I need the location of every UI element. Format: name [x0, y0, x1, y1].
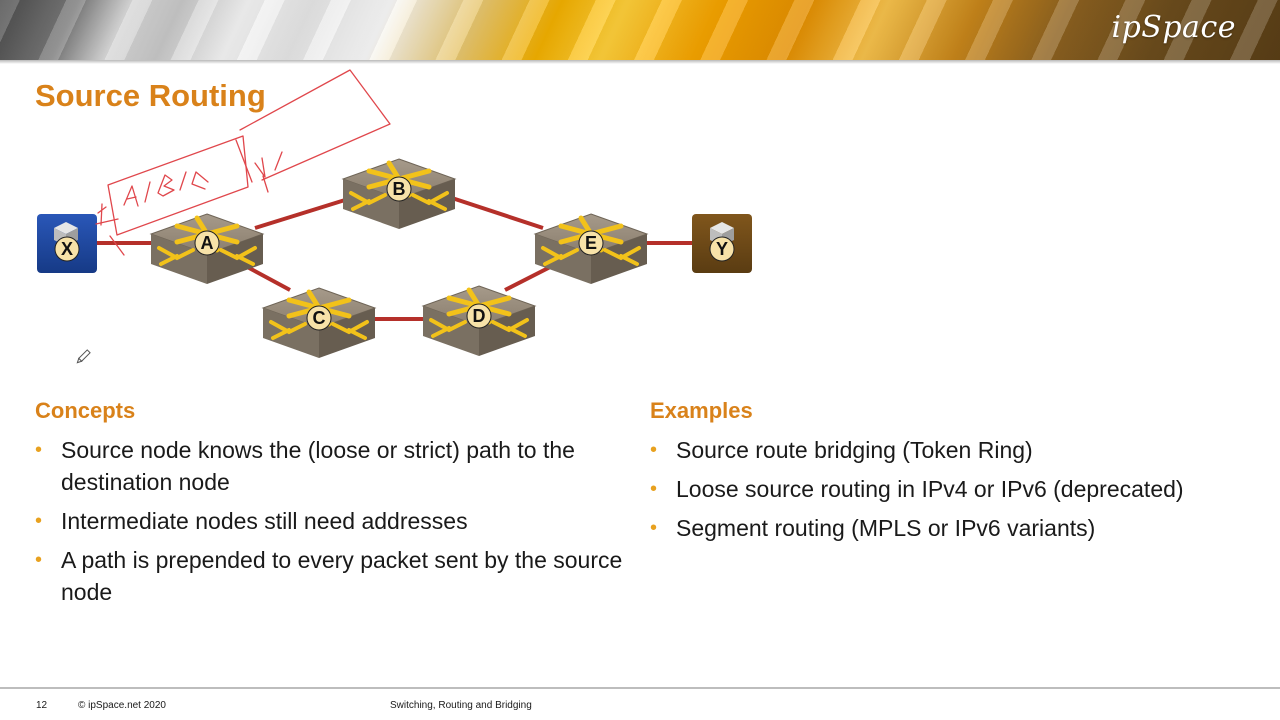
- ipspace-logo: ipSpace: [1111, 10, 1236, 45]
- node-label-b: B: [393, 179, 406, 199]
- node-label-e: E: [585, 233, 597, 253]
- banner-decoration: [0, 0, 1280, 60]
- concepts-list: Source node knows the (loose or strict) …: [35, 434, 635, 615]
- banner-shadow: [0, 60, 1280, 64]
- concept-item: Source node knows the (loose or strict) …: [35, 434, 635, 498]
- node-label-x: X: [61, 239, 73, 259]
- header-banner: ipSpace: [0, 0, 1280, 60]
- concepts-heading: Concepts: [35, 398, 136, 423]
- router-a: A: [151, 214, 263, 284]
- examples-list: Source route bridging (Token Ring) Loose…: [650, 434, 1260, 551]
- network-diagram: X A B C D E Y: [37, 69, 752, 364]
- link-a-b: [254, 198, 346, 230]
- concept-item: A path is prepended to every packet sent…: [35, 544, 635, 608]
- node-label-y: Y: [716, 239, 728, 259]
- host-x: X: [37, 214, 97, 273]
- example-item: Segment routing (MPLS or IPv6 variants): [650, 512, 1260, 544]
- link-b-e: [451, 196, 544, 230]
- copyright-text: © ipSpace.net 2020: [78, 700, 166, 711]
- footer-divider: [0, 687, 1280, 689]
- concept-item: Intermediate nodes still need addresses: [35, 505, 635, 537]
- router-d: D: [423, 286, 535, 356]
- router-b: B: [343, 159, 455, 229]
- router-c: C: [263, 288, 375, 358]
- node-label-d: D: [473, 306, 486, 326]
- handwritten-packet-annotation: [95, 69, 391, 256]
- course-title: Switching, Routing and Bridging: [390, 700, 532, 711]
- example-item: Source route bridging (Token Ring): [650, 434, 1260, 466]
- slide-title: Source Routing: [35, 78, 266, 113]
- node-label-a: A: [201, 233, 214, 253]
- host-y: Y: [692, 214, 752, 273]
- example-item: Loose source routing in IPv4 or IPv6 (de…: [650, 473, 1260, 505]
- page-number: 12: [36, 700, 48, 711]
- router-e: E: [535, 214, 647, 284]
- pen-cursor-icon: [76, 349, 91, 364]
- examples-heading: Examples: [650, 398, 753, 423]
- node-label-c: C: [313, 308, 326, 328]
